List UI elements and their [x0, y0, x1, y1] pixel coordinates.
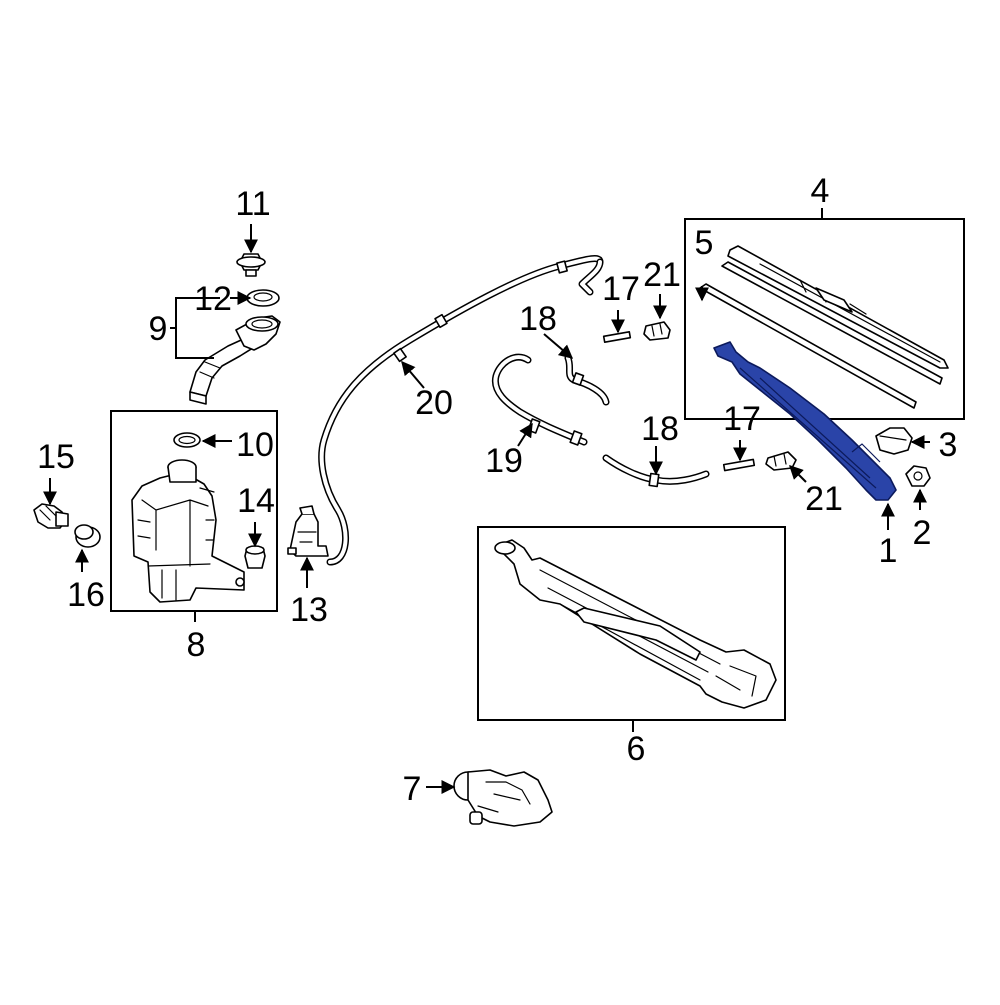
wiper-motor-part[interactable]: [453, 769, 553, 827]
callout-3: 3: [939, 426, 958, 464]
wiper-blade-part[interactable]: [727, 245, 949, 369]
callout-18-lower: 18: [641, 410, 679, 448]
callout-12: 12: [194, 280, 232, 318]
bracket-9: [170, 297, 220, 359]
callout-21-lower: 21: [805, 480, 843, 518]
level-sensor-part[interactable]: [33, 503, 69, 529]
callout-20: 20: [415, 384, 453, 422]
washer-pump-part[interactable]: [287, 505, 329, 557]
callout-14: 14: [237, 482, 275, 520]
callout-16: 16: [67, 576, 105, 614]
callout-8: 8: [187, 626, 206, 664]
bolt-part[interactable]: [236, 253, 266, 277]
callout-4: 4: [811, 172, 830, 210]
callout-11: 11: [235, 185, 270, 223]
arm-cover-cap-part[interactable]: [875, 427, 913, 455]
callout-9: 9: [149, 310, 168, 348]
leader-lines: [43, 208, 930, 794]
callout-6: 6: [627, 730, 646, 768]
blade-insert-5-part[interactable]: [699, 261, 943, 409]
callout-19: 19: [485, 442, 523, 480]
hose-18-upper-part[interactable]: [564, 354, 610, 406]
callout-labels: 1 2 3 4 5 6 7 8 9 10 11 12 13 14 15 16 1…: [37, 172, 957, 808]
callout-21-upper: 21: [643, 256, 681, 294]
wiper-linkage-part[interactable]: [494, 539, 777, 709]
callout-17-upper: 17: [602, 270, 640, 308]
callout-13: 13: [290, 591, 328, 629]
callout-17-lower: 17: [723, 400, 761, 438]
callout-1: 1: [879, 532, 898, 570]
nut-part[interactable]: [905, 465, 931, 487]
callout-18-upper: 18: [519, 300, 557, 338]
gasket-12-part[interactable]: [246, 289, 280, 307]
filler-neck-part[interactable]: [189, 315, 281, 405]
callout-7: 7: [403, 770, 422, 808]
callout-10: 10: [236, 426, 274, 464]
callout-15: 15: [37, 438, 75, 476]
clip-21-upper-part[interactable]: [643, 321, 671, 341]
connector-17-lower-part[interactable]: [722, 458, 756, 472]
grommet-14-part[interactable]: [244, 545, 266, 569]
callout-2: 2: [913, 514, 932, 552]
linkage-assembly-box: [477, 526, 786, 721]
gasket-10-part[interactable]: [173, 432, 201, 448]
wiper-arm-part[interactable]: [713, 341, 897, 501]
callout-5: 5: [695, 224, 714, 262]
connector-17-upper-part[interactable]: [602, 330, 632, 344]
washer-hose-20-part[interactable]: [318, 255, 604, 566]
washer-reservoir-part[interactable]: [131, 459, 245, 603]
grommet-16-part[interactable]: [74, 524, 101, 548]
